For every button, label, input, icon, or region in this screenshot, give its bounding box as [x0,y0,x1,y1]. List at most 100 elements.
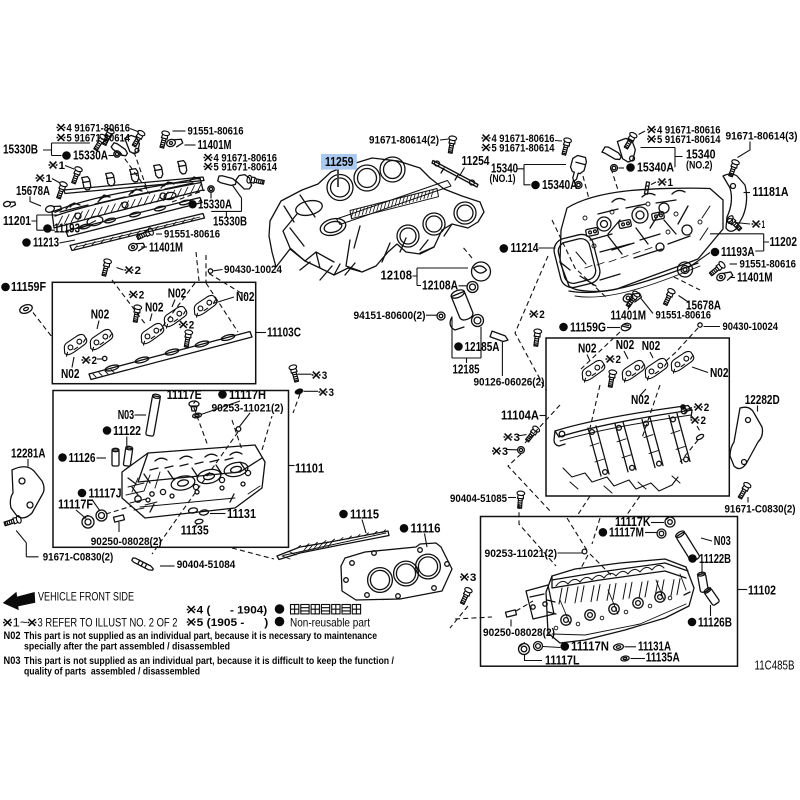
svg-text:N02: N02 [4,630,21,642]
svg-text:11104A: 11104A [501,409,539,423]
svg-text:2: 2 [701,415,707,427]
svg-text:3: 3 [514,432,521,444]
svg-text:2: 2 [139,290,145,302]
svg-text:11135A: 11135A [646,651,680,665]
svg-text:4 91671-80616: 4 91671-80616 [492,133,555,145]
svg-text:N02: N02 [236,289,255,304]
svg-text:90250-08028(2): 90250-08028(2) [483,627,555,639]
svg-text:4 91671-80616: 4 91671-80616 [214,153,278,165]
svg-text:2: 2 [539,309,545,321]
svg-text:11117M: 11117M [609,526,644,540]
svg-text:This part is not supplied as a: This part is not supplied as an individu… [24,655,394,667]
svg-text:15330B: 15330B [213,215,247,229]
svg-text:1: 1 [46,173,53,185]
svg-text:11126: 11126 [69,451,96,465]
svg-text:1: 1 [59,160,66,172]
svg-text:specially after the part assem: specially after the part assembled / dis… [24,641,230,653]
svg-text:11117L: 11117L [545,654,580,668]
svg-text:90253-11021(2): 90253-11021(2) [485,548,558,560]
svg-text:15330A: 15330A [198,198,232,212]
svg-text:11115: 11115 [350,508,379,522]
svg-text:11131: 11131 [227,507,256,521]
svg-text:11254: 11254 [462,154,490,168]
svg-text:11259: 11259 [325,155,354,169]
svg-text:91671-C0830(2): 91671-C0830(2) [43,552,114,564]
svg-text:11101: 11101 [295,462,324,476]
svg-text:N02: N02 [710,365,729,380]
svg-text:11214: 11214 [511,241,539,255]
svg-text:15678A: 15678A [16,184,50,198]
svg-text:1: 1 [762,219,766,231]
svg-text:11213: 11213 [33,236,59,250]
svg-text:N02: N02 [631,392,650,407]
svg-text:12185: 12185 [453,363,480,377]
svg-text:3: 3 [322,370,328,382]
svg-text:3: 3 [502,446,508,458]
svg-text:90250-08028(2): 90250-08028(2) [91,536,162,548]
svg-text:12185A: 12185A [465,340,500,354]
svg-text:5 91671-80614: 5 91671-80614 [657,134,721,146]
svg-text:11401M: 11401M [737,271,773,285]
svg-text:90430-10024: 90430-10024 [224,264,283,276]
svg-text:Non-reusable part: Non-reusable part [290,616,371,630]
svg-text:91551-80616: 91551-80616 [164,229,220,241]
svg-text:91551-80616: 91551-80616 [656,310,712,322]
svg-text:11102: 11102 [748,584,776,598]
svg-text:N03: N03 [118,407,135,422]
svg-text:N02: N02 [145,300,164,315]
svg-text:This part is not supplied as a: This part is not supplied as an individu… [24,630,377,642]
svg-text:3 REFER TO ILLUST NO. 2 OF 2: 3 REFER TO ILLUST NO. 2 OF 2 [38,616,178,630]
svg-text:2: 2 [616,354,622,366]
svg-text:N02: N02 [578,341,597,356]
svg-text:94151-80600(2): 94151-80600(2) [354,310,426,322]
svg-text:11193: 11193 [54,222,80,236]
svg-text:5 91671-80614: 5 91671-80614 [67,133,131,145]
svg-text:2: 2 [92,355,98,367]
svg-text:4 91671-80616: 4 91671-80616 [657,125,721,137]
svg-text:11159G: 11159G [570,321,606,335]
svg-text:3: 3 [329,387,335,399]
svg-text:11126B: 11126B [698,616,732,630]
svg-text:15340: 15340 [686,148,716,162]
svg-text:15330A: 15330A [73,149,108,163]
svg-text:90430-10024: 90430-10024 [723,321,779,333]
svg-text:91551-80616: 91551-80616 [188,126,244,138]
svg-text:12108: 12108 [381,269,413,283]
svg-text:11117K: 11117K [615,515,651,529]
svg-text:5 91671-80614: 5 91671-80614 [214,162,278,174]
svg-text:90404-51084: 90404-51084 [177,559,236,571]
svg-text:11117F: 11117F [58,498,93,512]
svg-text:11117J: 11117J [89,487,122,501]
svg-text:quality of parts assembled /: quality of parts assembled / disassemble… [24,666,200,678]
svg-text:(NO.1): (NO.1) [490,173,516,185]
svg-text:15330B: 15330B [3,143,38,157]
svg-text:11116: 11116 [411,522,441,536]
svg-text:11201: 11201 [3,214,31,228]
svg-text:N02: N02 [91,307,110,322]
svg-text:90126-06026(2): 90126-06026(2) [474,377,545,389]
svg-text:90253-11021(2): 90253-11021(2) [212,403,284,415]
svg-text:15678A: 15678A [686,299,721,313]
svg-text:11C485B: 11C485B [755,658,795,673]
svg-text:11131A: 11131A [638,640,671,654]
svg-text:5 (1905 - ): 5 (1905 - ) [197,617,269,629]
svg-text:5 91671-80614: 5 91671-80614 [492,143,556,155]
svg-text:1: 1 [668,177,674,189]
svg-text:91671-80614(2): 91671-80614(2) [369,135,439,147]
svg-text:2: 2 [704,402,710,414]
svg-text:91671-C0830(2): 91671-C0830(2) [725,504,796,516]
svg-text:N03: N03 [4,655,21,667]
svg-text:4 ( - 1904): 4 ( - 1904) [197,605,268,617]
svg-text:(NO.2): (NO.2) [686,160,713,172]
svg-text:15340A: 15340A [542,178,578,192]
svg-text:12108A: 12108A [422,279,458,293]
svg-text:11401M: 11401M [198,138,232,152]
svg-text:12282D: 12282D [745,393,780,407]
svg-text:N03: N03 [714,533,731,548]
svg-text:N02: N02 [616,337,635,352]
svg-text:12281A: 12281A [11,447,46,461]
svg-text:N02: N02 [642,338,661,353]
svg-text:11122: 11122 [113,424,141,438]
svg-text:15340A: 15340A [637,161,674,175]
svg-text:11117E: 11117E [167,388,202,402]
